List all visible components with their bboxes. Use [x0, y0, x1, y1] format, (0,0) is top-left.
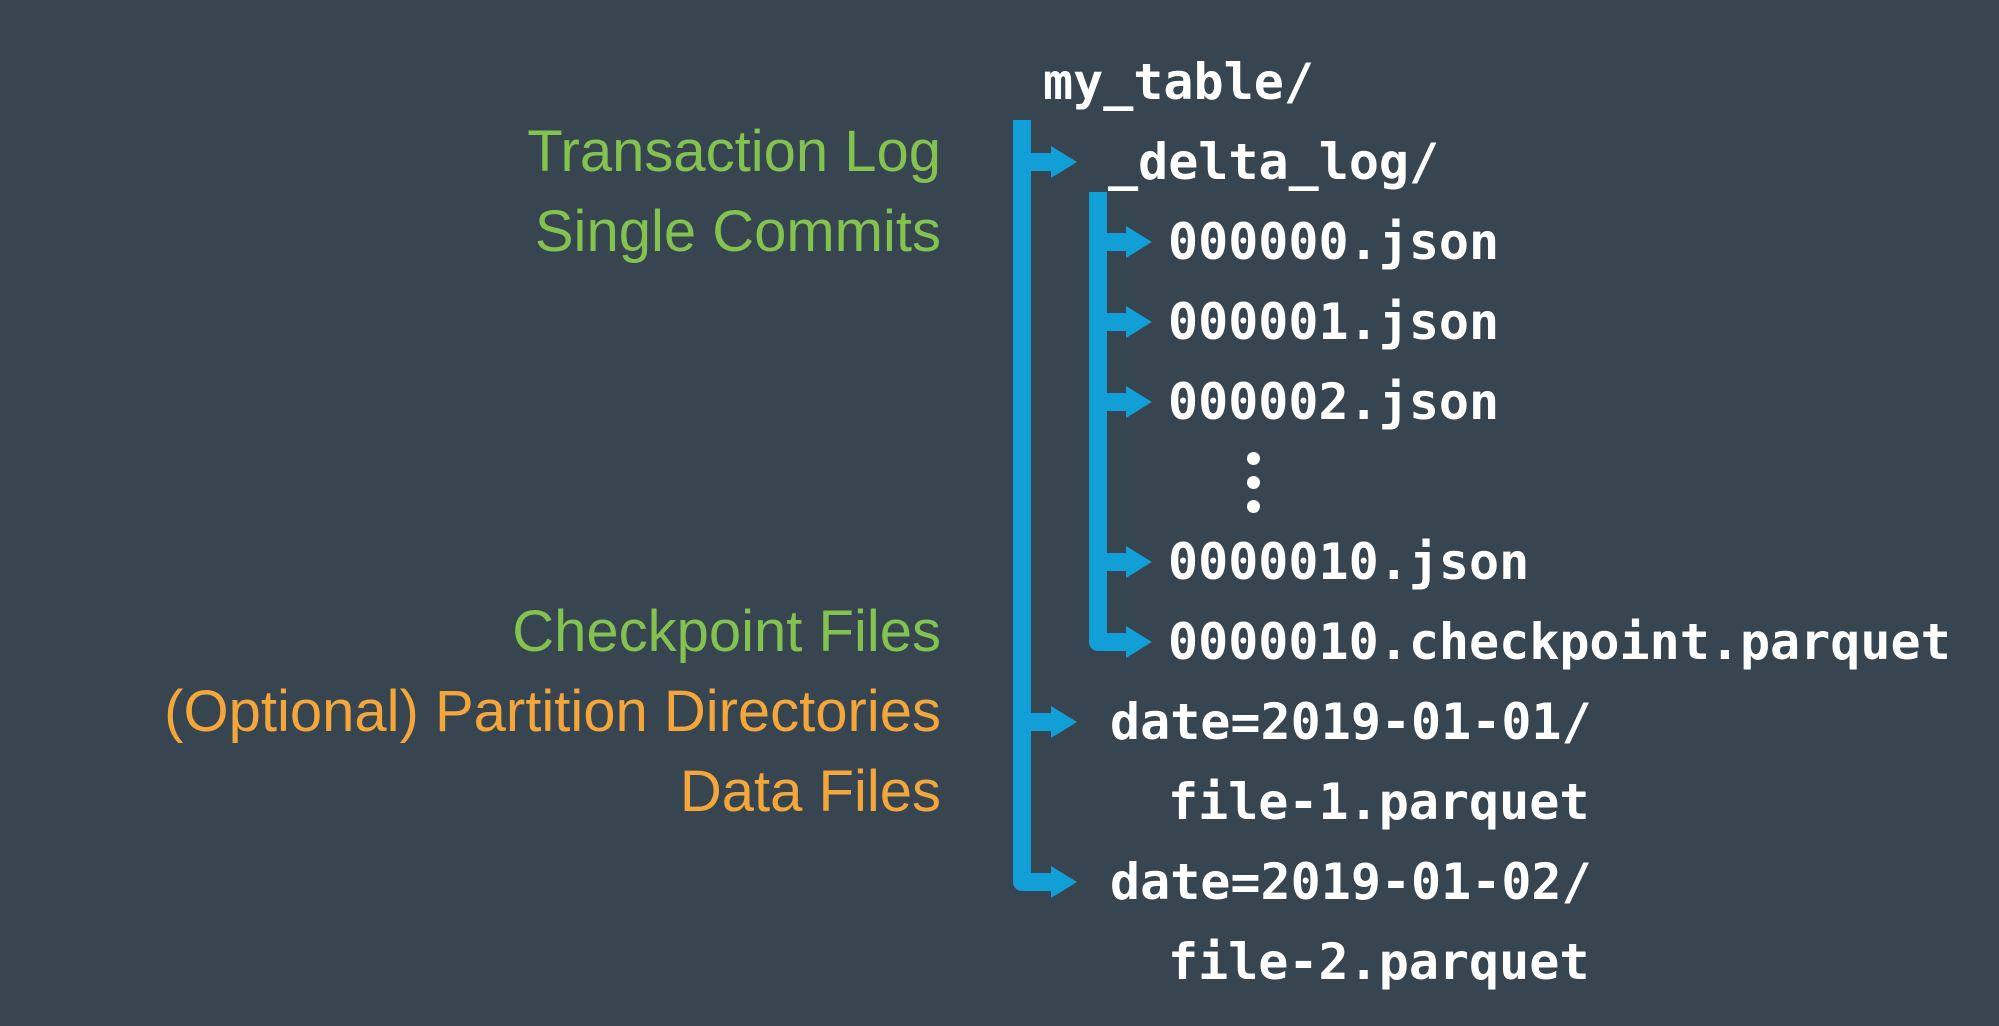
arrowhead-checkpoint-parquet: [1126, 626, 1152, 658]
label-partition-directories: (Optional) Partition Directories: [164, 679, 941, 744]
label-transaction-log: Transaction Log: [527, 119, 941, 184]
tree-row-date-2019-01-02: date=2019-01-02/: [1110, 853, 1592, 911]
tree-row-date-2019-01-01: date=2019-01-01/: [1110, 693, 1592, 751]
tree-row-json-0000010: 0000010.json: [1168, 533, 1530, 591]
arrowhead-json-000002: [1126, 386, 1152, 418]
vertical-ellipsis: [1247, 442, 1260, 522]
tree-row-my-table: my_table/: [1043, 53, 1314, 111]
tree-row-json-000000: 000000.json: [1168, 213, 1500, 271]
label-single-commits: Single Commits: [534, 199, 941, 264]
arrowhead-json-000001: [1126, 306, 1152, 338]
trunk-delta-log: [1089, 192, 1126, 651]
tree-row-delta-log: _delta_log/: [1108, 133, 1440, 191]
arrowhead-json-0000010: [1126, 546, 1152, 578]
ellipsis-dot: [1247, 499, 1260, 513]
label-data-files: Data Files: [679, 759, 941, 824]
trunk-my-table: [1013, 120, 1051, 891]
arrowhead-date-2019-01-01: [1051, 706, 1077, 738]
tree-row-checkpoint-parquet: 0000010.checkpoint.parquet: [1168, 613, 1951, 671]
arrowhead-date-2019-01-02: [1051, 866, 1077, 898]
arrowhead-json-000000: [1126, 226, 1152, 258]
arrowhead-delta-log: [1051, 146, 1077, 178]
tree-row-file-1-parquet: file-1.parquet: [1168, 773, 1590, 831]
tree-row-json-000001: 000001.json: [1168, 293, 1500, 351]
tree-row-file-2-parquet: file-2.parquet: [1168, 933, 1590, 991]
ellipsis-dot: [1247, 475, 1260, 489]
ellipsis-dot: [1247, 451, 1260, 465]
tree-row-json-000002: 000002.json: [1168, 373, 1500, 431]
label-checkpoint-files: Checkpoint Files: [512, 599, 941, 664]
